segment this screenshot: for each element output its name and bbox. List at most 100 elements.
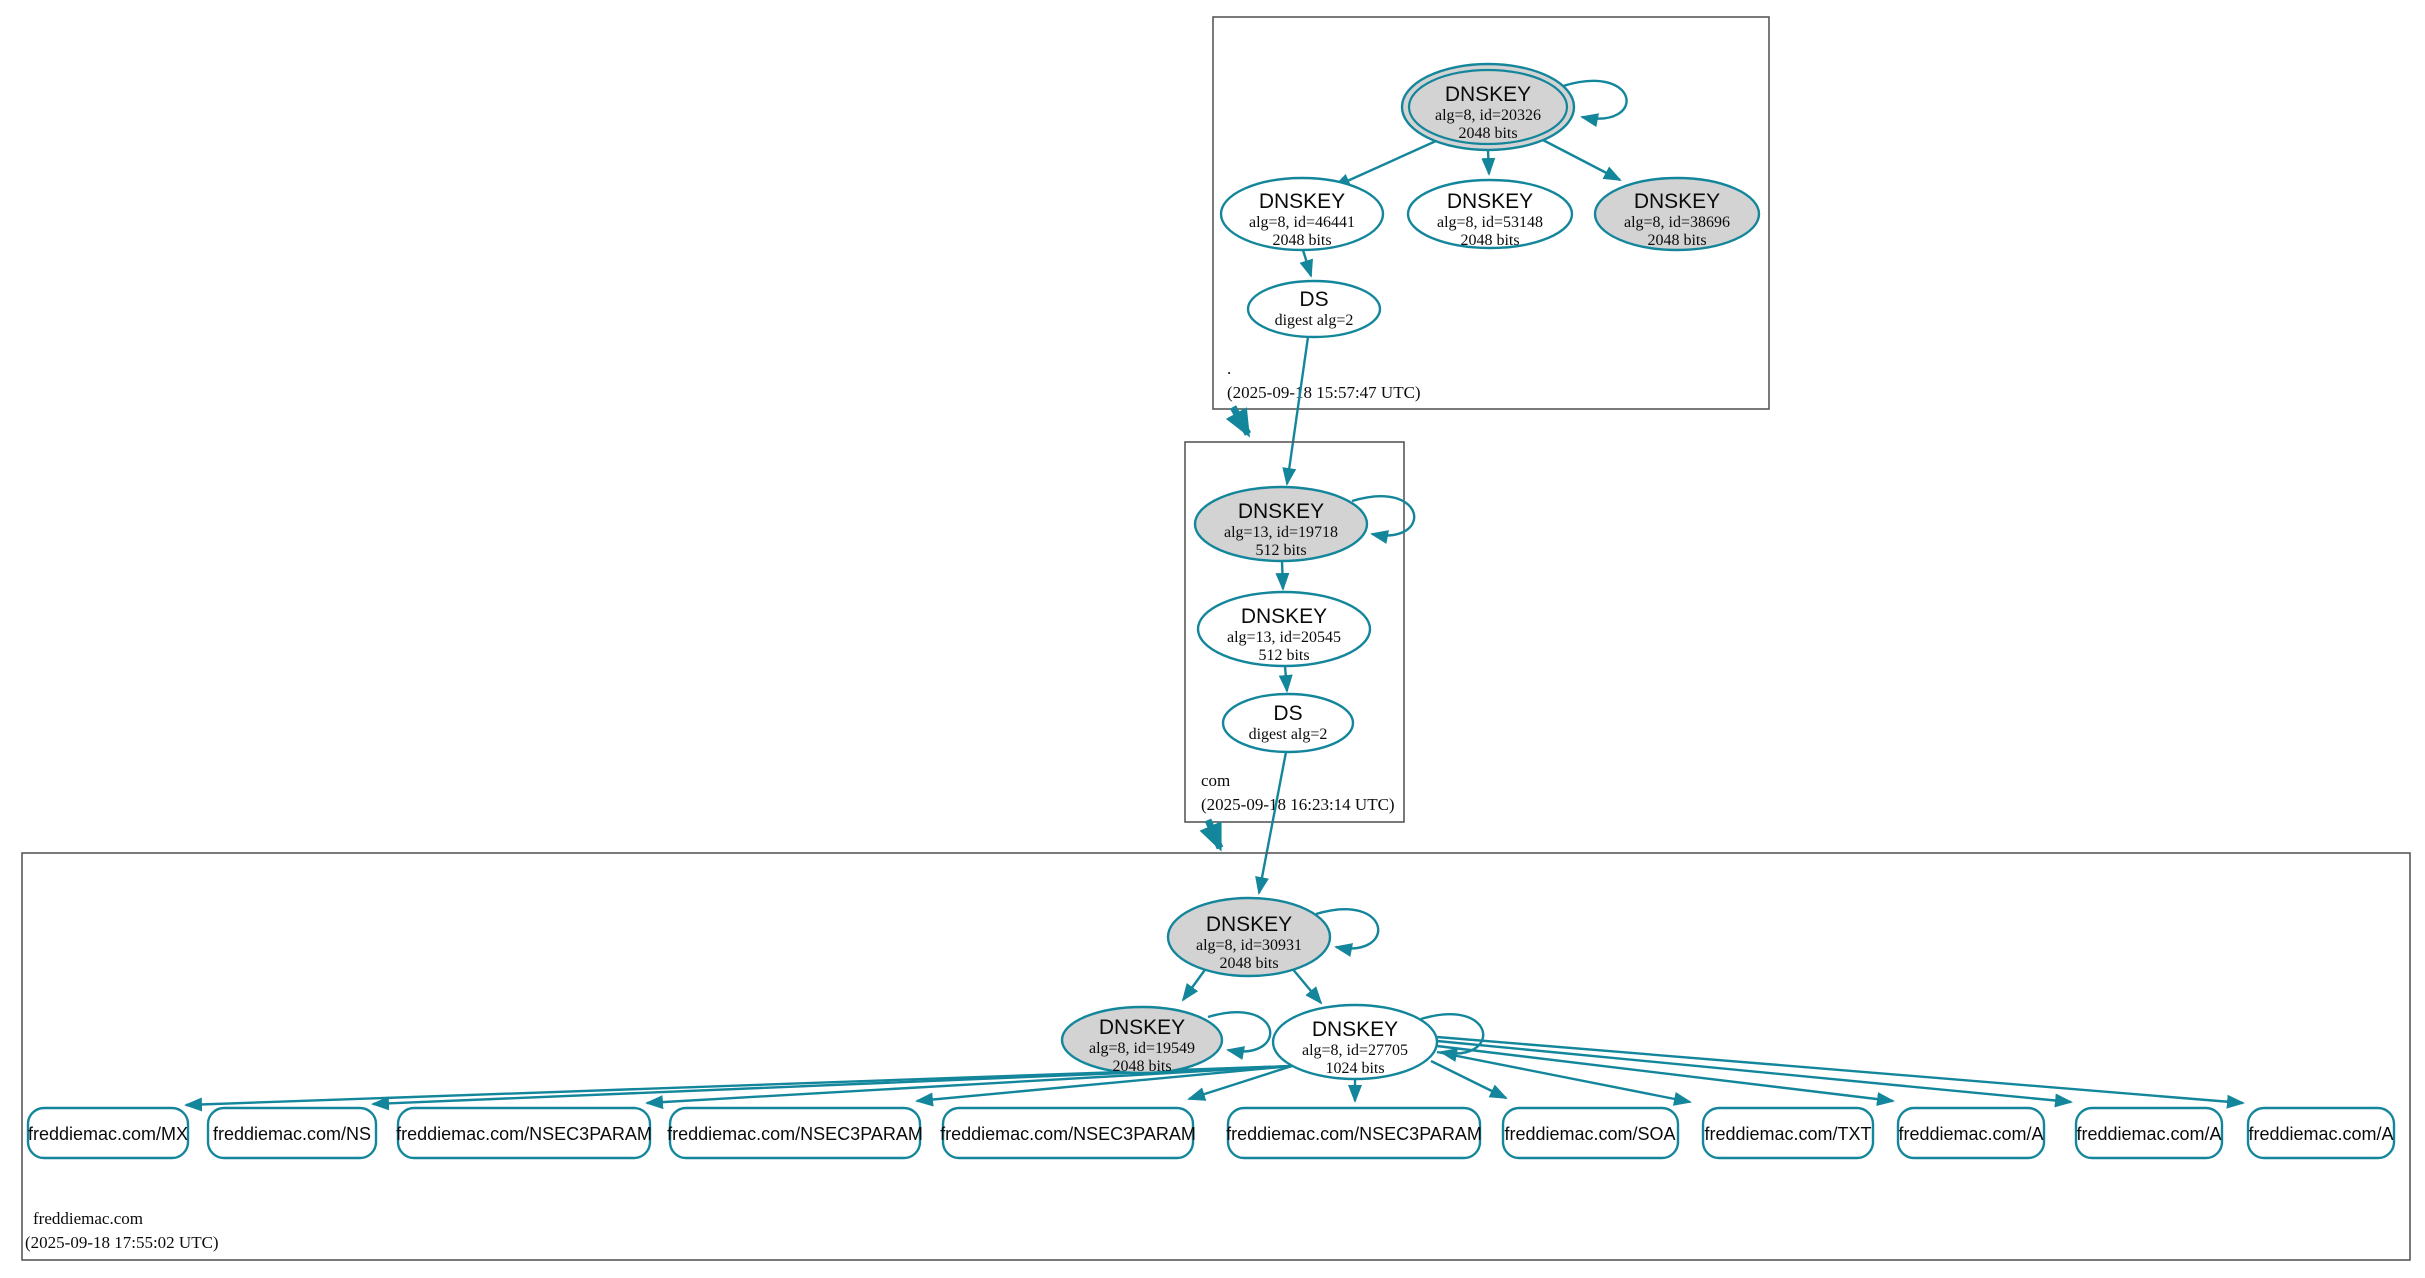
- rrset-label: freddiemac.com/A: [2076, 1124, 2221, 1144]
- node-detail: 512 bits: [1255, 542, 1306, 559]
- rrset-freddiemac-mx[interactable]: freddiemac.com/MX: [26, 1106, 190, 1160]
- rrset-label: freddiemac.com/A: [1898, 1124, 2043, 1144]
- node-detail: alg=8, id=53148: [1437, 214, 1543, 231]
- node-detail: alg=8, id=38696: [1624, 214, 1730, 231]
- node-title: DS: [1299, 288, 1328, 311]
- node-dnskey-38696[interactable]: DNSKEY alg=8, id=38696 2048 bits: [1593, 176, 1761, 252]
- rrset-freddiemac-nsec3param-3[interactable]: freddiemac.com/NSEC3PARAM: [940, 1106, 1196, 1160]
- rrset-freddiemac-a-1[interactable]: freddiemac.com/A: [1896, 1106, 2046, 1160]
- node-title: DNSKEY: [1241, 605, 1327, 628]
- node-detail: alg=13, id=19718: [1224, 524, 1338, 541]
- node-dnskey-30931[interactable]: DNSKEY alg=8, id=30931 2048 bits: [1166, 896, 1332, 978]
- zone-label-root: .: [1227, 359, 1231, 378]
- zone-com: DNSKEY alg=13, id=19718 512 bits DNSKEY …: [1184, 441, 1416, 823]
- delegation-arrow-com-to-freddiemac: [1199, 818, 1224, 852]
- edge-zsk-to-nsec3param-1: [645, 1064, 1293, 1110]
- edge-ksk30931-to-key19549: [1181, 966, 1208, 1002]
- edge-zsk-to-a-2: [1436, 1039, 2073, 1108]
- node-title: DS: [1273, 702, 1302, 725]
- rrset-freddiemac-a-2[interactable]: freddiemac.com/A: [2074, 1106, 2224, 1160]
- zone-timestamp-freddiemac: (2025-09-18 17:55:02 UTC): [25, 1233, 219, 1252]
- rrset-label: freddiemac.com/NSEC3PARAM: [396, 1124, 652, 1144]
- node-detail: 2048 bits: [1219, 955, 1278, 972]
- zone-label-freddiemac: freddiemac.com: [33, 1209, 143, 1228]
- node-detail: alg=8, id=27705: [1302, 1042, 1408, 1059]
- rrset-label: freddiemac.com/MX: [28, 1124, 188, 1144]
- edge-com-zsk-to-ds: [1278, 665, 1293, 693]
- node-detail: digest alg=2: [1249, 726, 1328, 743]
- node-title: DNSKEY: [1206, 913, 1292, 936]
- node-detail: digest alg=2: [1275, 312, 1354, 329]
- rrset-label: freddiemac.com/NSEC3PARAM: [940, 1124, 1196, 1144]
- self-loop-key19549: [1207, 1011, 1272, 1060]
- edge-comds-to-freddiemac-ksk: [1255, 751, 1288, 895]
- rrset-freddiemac-nsec3param-2[interactable]: freddiemac.com/NSEC3PARAM: [667, 1106, 923, 1160]
- rrset-freddiemac-ns[interactable]: freddiemac.com/NS: [206, 1106, 378, 1160]
- rrset-label: freddiemac.com/TXT: [1704, 1124, 1871, 1144]
- edge-zsk-to-nsec3param-2: [915, 1064, 1293, 1107]
- zone-box-com: [1184, 441, 1405, 823]
- rrset-label: freddiemac.com/SOA: [1504, 1124, 1675, 1144]
- node-dnskey-27705[interactable]: DNSKEY alg=8, id=27705 1024 bits: [1271, 1003, 1439, 1081]
- node-title: DNSKEY: [1312, 1018, 1398, 1041]
- edge-ksk20326-to-key46441: [1332, 139, 1437, 189]
- edge-zsk-to-a-1: [1436, 1044, 1895, 1107]
- node-detail: alg=8, id=30931: [1196, 937, 1302, 954]
- node-detail: alg=8, id=19549: [1089, 1040, 1195, 1057]
- rrset-freddiemac-txt[interactable]: freddiemac.com/TXT: [1701, 1106, 1875, 1160]
- zone-freddiemac: DNSKEY alg=8, id=30931 2048 bits DNSKEY …: [21, 852, 2411, 1261]
- node-detail: 2048 bits: [1458, 125, 1517, 142]
- node-title: DNSKEY: [1238, 500, 1324, 523]
- node-detail: 2048 bits: [1272, 232, 1331, 249]
- delegation-arrow-root-to-com: [1225, 405, 1252, 438]
- node-detail: alg=13, id=20545: [1227, 629, 1341, 646]
- node-detail: alg=8, id=46441: [1249, 214, 1355, 231]
- zone-timestamp-com: (2025-09-18 16:23:14 UTC): [1201, 795, 1395, 814]
- rrset-label: freddiemac.com/NSEC3PARAM: [1226, 1124, 1482, 1144]
- edge-zsk-to-txt: [1436, 1050, 1692, 1106]
- edge-ksk30931-to-key27705: [1290, 966, 1323, 1005]
- zone-root: DNSKEY alg=8, id=20326 2048 bits DNSKEY …: [1212, 16, 1770, 410]
- node-title: DNSKEY: [1447, 190, 1533, 213]
- zone-label-com: com: [1201, 771, 1230, 790]
- node-ds-root[interactable]: DS digest alg=2: [1246, 279, 1382, 339]
- edge-key46441-to-ds: [1299, 249, 1313, 278]
- rrset-freddiemac-a-3[interactable]: freddiemac.com/A: [2246, 1106, 2396, 1160]
- edge-zsk-to-soa: [1430, 1059, 1508, 1100]
- rrset-freddiemac-nsec3param-1[interactable]: freddiemac.com/NSEC3PARAM: [396, 1106, 652, 1160]
- node-title: DNSKEY: [1445, 83, 1531, 106]
- zone-box-root: [1212, 16, 1770, 410]
- node-title: DNSKEY: [1634, 190, 1720, 213]
- zone-timestamp-root: (2025-09-18 15:57:47 UTC): [1227, 383, 1421, 402]
- node-dnskey-53148[interactable]: DNSKEY alg=8, id=53148 2048 bits: [1406, 178, 1574, 250]
- node-title: DNSKEY: [1099, 1016, 1185, 1039]
- node-dnskey-19549[interactable]: DNSKEY alg=8, id=19549 2048 bits: [1060, 1005, 1224, 1075]
- rrset-label: freddiemac.com/A: [2248, 1124, 2393, 1144]
- rrset-label: freddiemac.com/NS: [213, 1124, 371, 1144]
- self-loop-key27705: [1420, 1013, 1485, 1062]
- rrset-label: freddiemac.com/NSEC3PARAM: [667, 1124, 923, 1144]
- node-title: DNSKEY: [1259, 190, 1345, 213]
- self-loop-ksk20326: [1562, 79, 1628, 127]
- self-loop-com-ksk: [1351, 495, 1416, 544]
- node-detail: 2048 bits: [1112, 1058, 1171, 1075]
- edge-com-ksk-to-zsk: [1275, 560, 1290, 591]
- node-dnskey-20326[interactable]: DNSKEY alg=8, id=20326 2048 bits: [1400, 62, 1576, 152]
- rrset-freddiemac-soa[interactable]: freddiemac.com/SOA: [1501, 1106, 1680, 1160]
- zone-box-freddiemac: [21, 852, 2411, 1261]
- node-dnskey-46441[interactable]: DNSKEY alg=8, id=46441 2048 bits: [1219, 176, 1385, 252]
- node-detail: 512 bits: [1258, 647, 1309, 664]
- edge-zsk-to-a-3: [1436, 1035, 2245, 1109]
- rrset-freddiemac-nsec3param-4[interactable]: freddiemac.com/NSEC3PARAM: [1226, 1106, 1482, 1160]
- edge-ksk20326-to-key38696: [1540, 137, 1622, 182]
- node-dnskey-19718[interactable]: DNSKEY alg=13, id=19718 512 bits: [1193, 485, 1369, 563]
- self-loop-ksk30931: [1315, 908, 1380, 957]
- node-detail: 2048 bits: [1460, 232, 1519, 249]
- edge-rootds-to-com-ksk: [1282, 336, 1310, 486]
- node-ds-com[interactable]: DS digest alg=2: [1221, 692, 1355, 754]
- edge-zsk-to-nsec3param-3: [1187, 1064, 1293, 1101]
- node-dnskey-20545[interactable]: DNSKEY alg=13, id=20545 512 bits: [1196, 590, 1372, 668]
- node-detail: alg=8, id=20326: [1435, 107, 1541, 124]
